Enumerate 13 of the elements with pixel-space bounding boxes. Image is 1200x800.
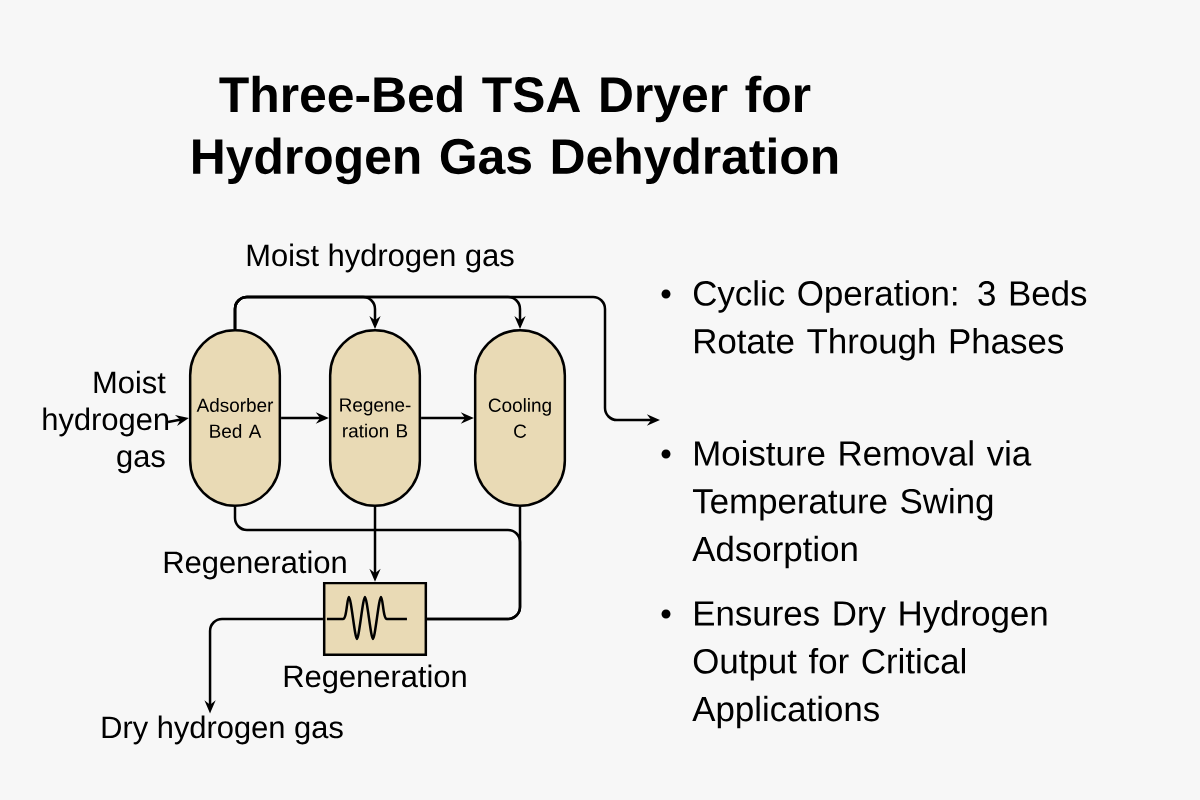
adsorber-vessel: Cooling C [473, 329, 567, 507]
adsorber-vessel: Regene- ration B [328, 329, 422, 507]
bullet-text: Ensures Dry Hydrogen Output for Critical Applications [692, 600, 1047, 729]
adsorber-vessel: Adsorber Bed A [188, 329, 282, 507]
bullet-text: Moisture Removal via Temperature Swing Adsorption [692, 440, 1032, 569]
bullet-text: Cyclic Operation: 3 Beds Rotate Through Phases [693, 280, 1087, 361]
stream-label: Moist hydrogen gas [43, 370, 169, 474]
label: Moist hydrogen gas [247, 243, 514, 273]
heater-box [322, 581, 428, 657]
label: Regeneration [164, 550, 346, 580]
node-label: Regeneration [284, 664, 466, 694]
stream-label: Dry hydrogen gas [102, 715, 343, 745]
title: Three-Bed TSA Dryer for Hydrogen Gas Dehydration [193, 75, 838, 185]
